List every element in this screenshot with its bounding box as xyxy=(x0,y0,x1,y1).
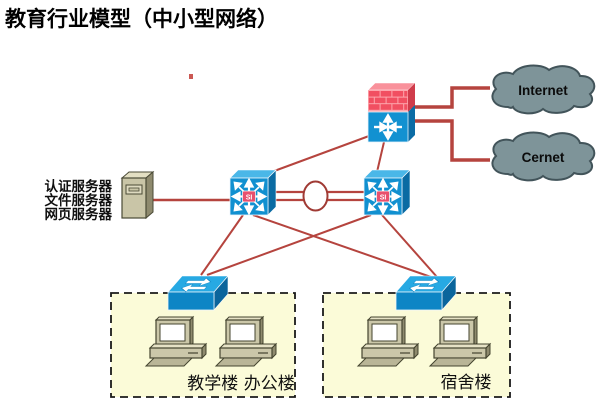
link-firewall-cernet xyxy=(407,119,490,162)
internet-cloud-label: Internet xyxy=(518,83,568,98)
link-coreR-accessL xyxy=(206,214,372,276)
server-label-web: 网页服务器 xyxy=(45,206,113,223)
cernet-cloud: Cernet xyxy=(491,131,596,182)
core-switch-left xyxy=(228,168,278,217)
firewall-router-icon xyxy=(367,82,416,143)
link-coreL-accessR xyxy=(252,214,432,278)
server-icon xyxy=(120,170,155,220)
server-label-auth: 认证服务器 xyxy=(45,178,113,195)
etherchannel-ring xyxy=(302,180,329,212)
router-arrows-icon xyxy=(374,113,402,141)
link-coreL-accessL xyxy=(200,214,244,276)
diagram-title: 教育行业模型（中小型网络） xyxy=(5,6,278,31)
server-labels: 认证服务器 文件服务器 网页服务器 xyxy=(45,178,113,223)
firewall-bricks xyxy=(368,91,408,110)
internet-cloud: Internet xyxy=(491,64,596,115)
server-label-file: 文件服务器 xyxy=(45,192,113,209)
cernet-cloud-label: Cernet xyxy=(522,150,565,165)
link-firewall-core-left xyxy=(257,135,370,178)
link-firewall-internet xyxy=(407,86,490,109)
zone-label-dormitory: 宿舍楼 xyxy=(441,373,492,393)
zone-label-teaching-office: 教学楼 办公楼 xyxy=(187,374,294,394)
red-speck-artifact xyxy=(189,74,193,79)
core-switch-right xyxy=(362,168,412,217)
link-coreR-accessR xyxy=(381,214,438,278)
link-firewall-core-right xyxy=(376,141,385,173)
